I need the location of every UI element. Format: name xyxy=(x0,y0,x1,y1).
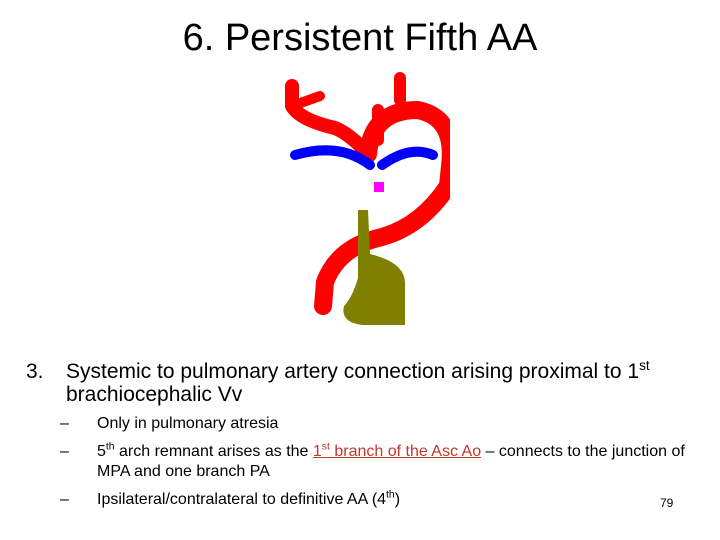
fifth-arch-remnant xyxy=(374,182,384,192)
subpoint-2: – 5th arch remnant arises as the 1st bra… xyxy=(60,442,700,482)
page-number: 79 xyxy=(660,496,674,510)
point-number: 3. xyxy=(26,360,44,383)
subpoint-3: – Ipsilateral/contralateral to definitiv… xyxy=(60,490,700,510)
subpoint-text: 5th arch remnant arises as the 1st branc… xyxy=(97,441,685,480)
bullet-dash: – xyxy=(60,443,69,460)
left-brachiocephalic-branch xyxy=(285,79,375,161)
left-pulmonary-artery xyxy=(290,145,375,170)
bullet-dash: – xyxy=(60,415,69,432)
right-pulmonary-artery xyxy=(377,146,438,170)
subpoint-text: Only in pulmonary atresia xyxy=(97,415,279,432)
aortic-arch-diagram xyxy=(285,72,450,325)
main-pulmonary-artery xyxy=(343,210,405,325)
bullet-dash: – xyxy=(60,491,69,508)
asc-ao-branch-link[interactable]: 1st branch of the Asc Ao xyxy=(312,441,482,460)
subpoint-1: – Only in pulmonary atresia xyxy=(60,414,700,434)
aortic-arch xyxy=(314,101,450,315)
left-upper-branch xyxy=(287,91,325,111)
point-3: 3. Systemic to pulmonary artery connecti… xyxy=(26,358,696,406)
subpoint-text: Ipsilateral/contralateral to definitive … xyxy=(97,489,401,508)
point-text: Systemic to pulmonary artery connection … xyxy=(66,358,650,406)
slide-title: 6. Persistent Fifth AA xyxy=(182,17,538,59)
